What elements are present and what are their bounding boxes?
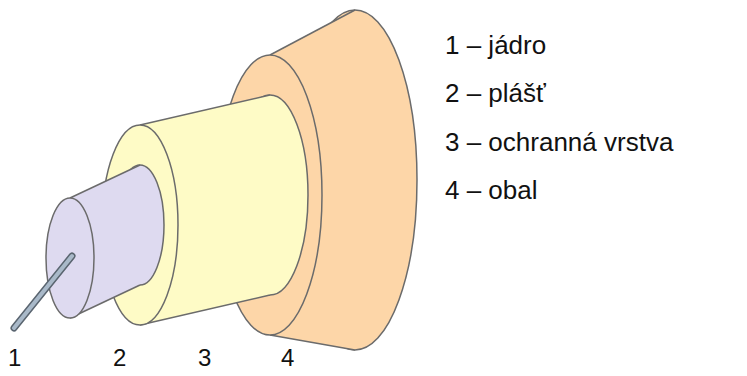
core-rod <box>14 256 72 328</box>
callout-number: 3 <box>198 346 211 370</box>
legend-text: 4 – obal <box>445 177 538 203</box>
legend-text: 3 – ochranná vrstva <box>445 129 673 155</box>
legend-text: 2 – plášť <box>445 80 546 106</box>
callout-number: 1 <box>8 346 21 370</box>
legend-text: 1 – jádro <box>445 32 546 58</box>
cladding-cylinder <box>46 165 164 318</box>
callout-number: 2 <box>113 346 126 370</box>
callout-number: 4 <box>281 346 294 370</box>
